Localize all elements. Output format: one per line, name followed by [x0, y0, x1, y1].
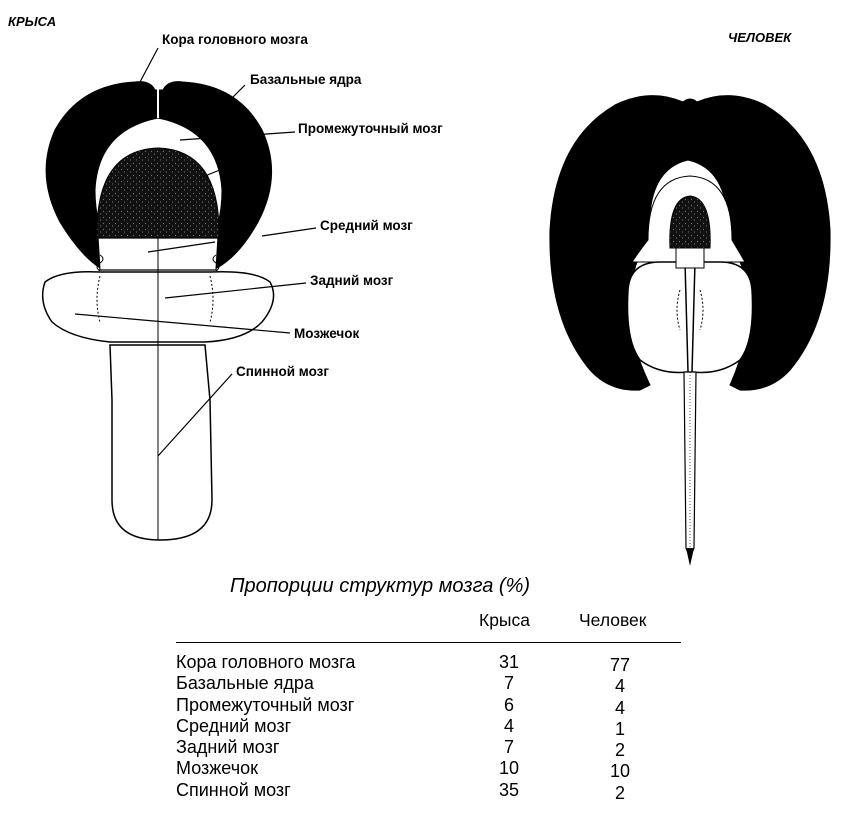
row-value-rat: 31	[489, 652, 529, 673]
label-cerebellum: Мозжечок	[294, 326, 359, 341]
row-name: Спинной мозг	[176, 780, 291, 801]
table-title: Пропорции структур мозга (%)	[230, 575, 530, 598]
label-cortex: Кора головного мозга	[162, 32, 308, 47]
label-midbrain: Средний мозг	[320, 218, 413, 233]
row-value-rat: 10	[489, 758, 529, 779]
label-spinal: Спинной мозг	[236, 364, 329, 379]
human-midbrain	[676, 248, 704, 268]
rat-spinal-cord	[110, 345, 212, 540]
row-value-rat: 6	[489, 695, 529, 716]
table-row: Спинной мозг 35 2	[176, 780, 686, 801]
rat-diencephalon	[97, 148, 219, 238]
brain-diagram: Кора головного мозга Базальные ядра Пром…	[0, 0, 842, 580]
label-diencephalon: Промежуточный мозг	[298, 121, 443, 136]
row-value-rat: 7	[489, 737, 529, 758]
col-header-human: Человек	[579, 610, 646, 631]
header-rule	[176, 642, 681, 643]
label-hindbrain: Задний мозг	[310, 273, 394, 288]
row-name: Базальные ядра	[176, 673, 314, 694]
row-name: Средний мозг	[176, 716, 291, 737]
label-basal: Базальные ядра	[250, 72, 362, 87]
row-value-human: 2	[600, 783, 640, 804]
row-value-rat: 7	[489, 673, 529, 694]
human-cerebellum	[628, 262, 689, 373]
row-name: Промежуточный мозг	[176, 695, 354, 716]
row-value-rat: 35	[489, 780, 529, 801]
human-brain	[550, 96, 830, 566]
col-header-rat: Крыса	[479, 610, 530, 631]
row-value-rat: 4	[489, 716, 529, 737]
row-name: Кора головного мозга	[176, 652, 355, 673]
rat-brain	[43, 48, 316, 540]
row-name: Мозжечок	[176, 758, 258, 779]
row-name: Задний мозг	[176, 737, 279, 758]
